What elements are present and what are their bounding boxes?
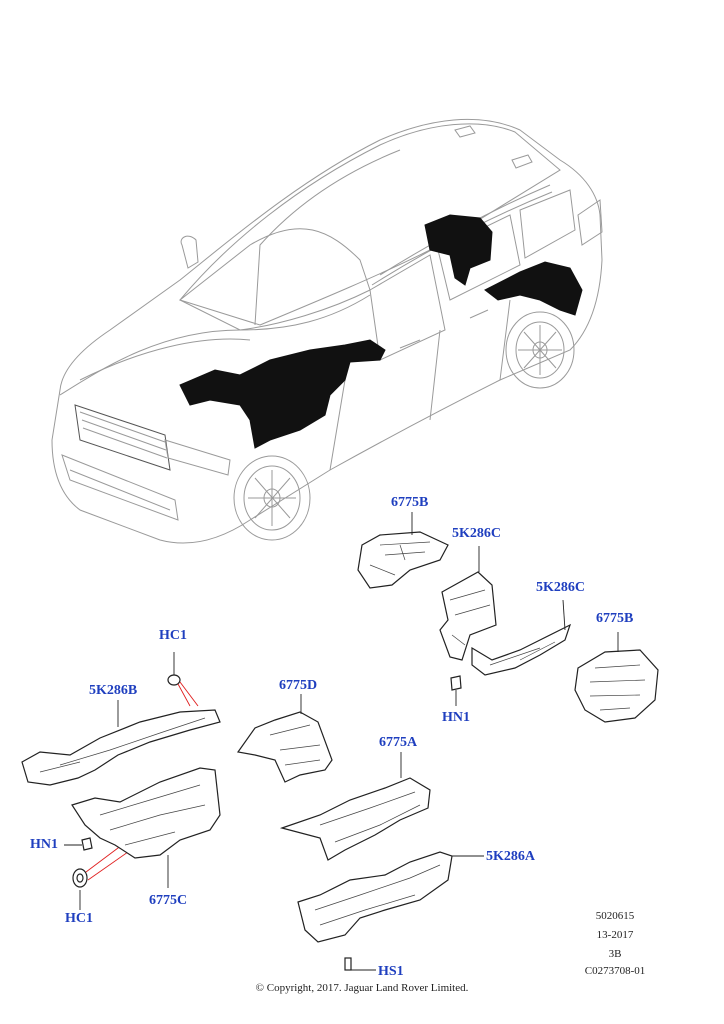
part-5K286A xyxy=(297,851,484,943)
fastener-HN1-left xyxy=(64,837,93,851)
reference-code: 3B xyxy=(608,948,622,960)
part-6775D xyxy=(236,694,333,783)
reference-image-id: C0273708-01 xyxy=(584,965,646,977)
part-6775C xyxy=(71,767,221,888)
part-6775B-right xyxy=(574,632,659,723)
fastener-HN1-right xyxy=(450,675,462,706)
callout-HC1-top: HC1 xyxy=(159,628,187,643)
callout-5K286B: 5K286B xyxy=(89,683,138,698)
part-5K286B xyxy=(21,700,221,786)
callout-5K286C-mid: 5K286C xyxy=(452,526,501,541)
part-5K286C-mid xyxy=(439,546,497,661)
fastener-HS1 xyxy=(344,957,376,971)
copyright-notice: © Copyright, 2017. Jaguar Land Rover Lim… xyxy=(255,982,469,994)
part-6775A xyxy=(279,752,431,861)
reference-date: 13-2017 xyxy=(596,929,634,941)
callout-6775B-top: 6775B xyxy=(391,495,429,510)
callout-6775A: 6775A xyxy=(379,735,418,750)
part-6775B-top xyxy=(357,512,449,589)
part-5K286C-right xyxy=(471,599,572,676)
callout-6775C: 6775C xyxy=(149,893,188,908)
callout-HS1: HS1 xyxy=(378,964,404,979)
fastener-HC1-top xyxy=(167,652,199,707)
vehicle-illustration xyxy=(51,118,603,544)
callout-5K286C-right: 5K286C xyxy=(536,580,585,595)
callout-6775B-right: 6775B xyxy=(596,611,634,626)
callout-HC1-bottom: HC1 xyxy=(65,911,93,926)
fastener-HC1-bottom xyxy=(72,844,129,910)
reference-number: 5020615 xyxy=(595,910,635,922)
callout-HN1-left: HN1 xyxy=(30,837,58,852)
callout-6775D: 6775D xyxy=(279,678,318,693)
callout-HN1-right: HN1 xyxy=(442,710,470,725)
callout-5K286A: 5K286A xyxy=(486,849,535,864)
